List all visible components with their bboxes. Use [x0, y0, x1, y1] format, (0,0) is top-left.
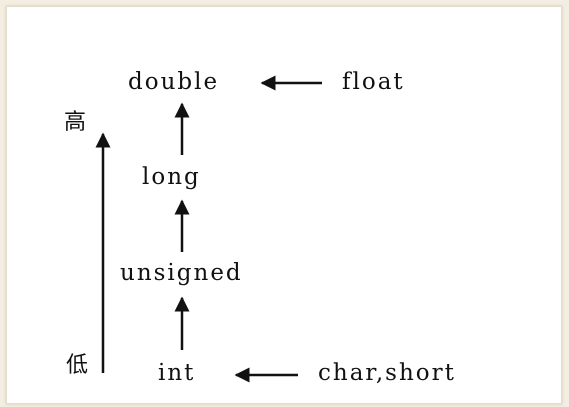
type-double: double	[128, 69, 220, 95]
diagram-panel	[6, 6, 562, 404]
type-char-short: char,short	[318, 360, 456, 386]
type-int: int	[158, 360, 196, 386]
axis-label-low: 低	[66, 353, 89, 378]
type-float: float	[342, 69, 405, 95]
type-unsigned: unsigned	[120, 260, 243, 286]
type-long: long	[142, 164, 201, 190]
axis-label-high: 高	[64, 110, 87, 135]
